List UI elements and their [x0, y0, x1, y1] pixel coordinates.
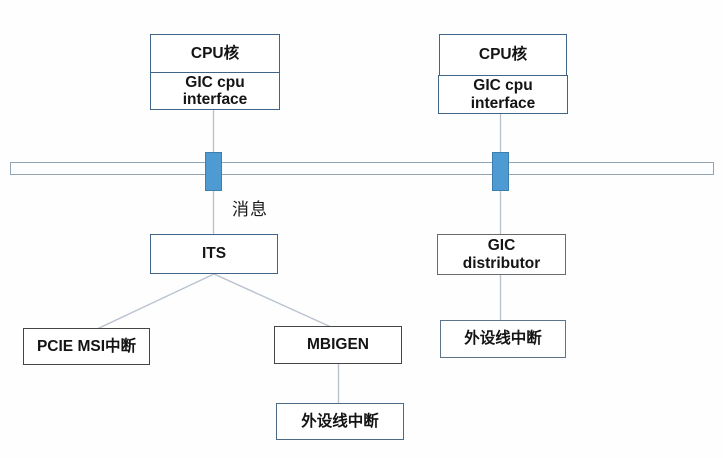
edge-its-to-pcie — [96, 273, 215, 330]
system-bus — [10, 162, 714, 175]
node-peripheral-line-interrupt-bottom: 外设线中断 — [276, 403, 404, 440]
node-gic-cpu-interface-left: GIC cpu interface — [150, 72, 280, 110]
node-cpu-core-left: CPU核 — [150, 34, 280, 74]
node-gic-cpu-interface-right: GIC cpu interface — [438, 75, 568, 114]
node-its: ITS — [150, 234, 278, 274]
node-label: CPU核 — [190, 45, 240, 63]
bus-tap-connector-left — [205, 152, 222, 191]
edge-its-to-mbigen — [213, 273, 332, 328]
node-label: PCIE MSI中断 — [36, 337, 137, 355]
node-label: GIC cpu interface — [470, 77, 536, 112]
node-label: GIC distributor — [462, 237, 541, 272]
node-gic-distributor: GIC distributor — [437, 234, 566, 275]
node-cpu-core-right: CPU核 — [439, 34, 567, 76]
message-label: 消息 — [232, 200, 268, 219]
bus-tap-connector-right — [492, 152, 509, 191]
node-label: CPU核 — [478, 46, 528, 64]
node-label: ITS — [201, 245, 227, 263]
node-label: 外设线中断 — [301, 412, 379, 430]
node-peripheral-line-interrupt-right: 外设线中断 — [440, 320, 566, 358]
node-mbigen: MBIGEN — [274, 326, 402, 364]
node-pcie-msi-interrupt: PCIE MSI中断 — [23, 328, 150, 365]
node-label: MBIGEN — [307, 336, 369, 354]
node-label: 外设线中断 — [464, 330, 542, 348]
node-label: GIC cpu interface — [182, 73, 248, 108]
